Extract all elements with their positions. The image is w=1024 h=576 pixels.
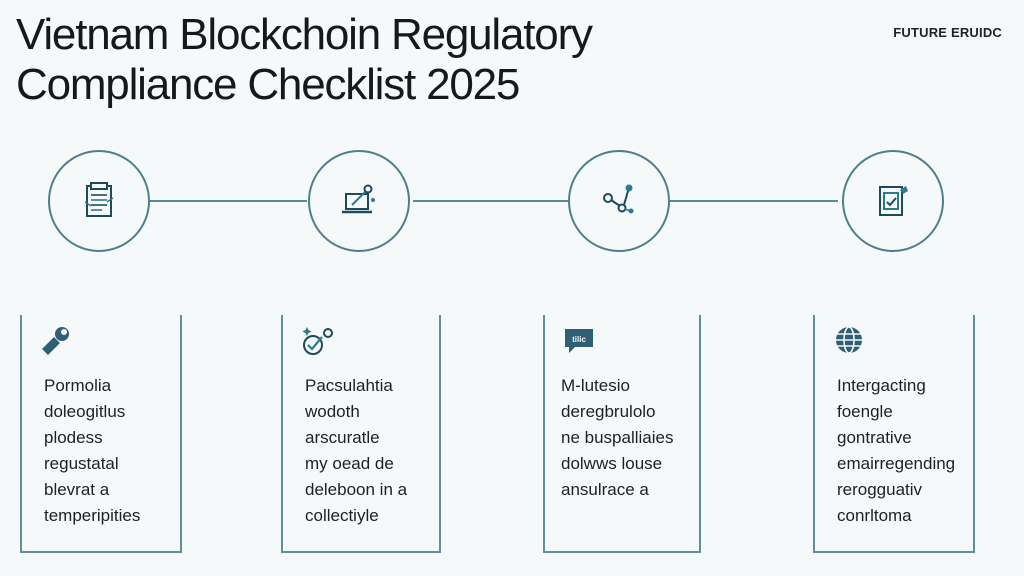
card-1: Pormolia doleogitlus plodess regustatal … [20,315,182,553]
chat-badge-icon: tilic [561,323,597,357]
card-3-line-3: ne buspalliaies [561,428,674,447]
card-4-line-2: foengle [837,402,893,421]
card-3-line-4: dolwws louse [561,454,663,473]
card-4-line-4: emairregending [837,454,956,473]
timeline-connector-1 [150,200,307,202]
title-line-2: Compliance Checklist 2025 [16,60,520,110]
card-2-line-3: arscuratle [305,428,380,447]
card-4-line-5: rerogguativ [837,480,923,499]
laptop-node-icon [342,184,375,214]
card-1-line-5: blevrat a [44,480,110,499]
card-3: tilic M-lutesio deregbrulolo ne buspalli… [543,315,701,553]
step-4-circle [842,150,944,252]
chat-badge-label: tilic [572,335,586,344]
card-1-line-1: Pormolia [44,376,112,395]
card-3-line-1: M-lutesio [561,376,630,395]
card-1-line-3: plodess [44,428,103,447]
globe-icon [831,323,867,357]
card-3-text: M-lutesio deregbrulolo ne buspalliaies d… [561,373,691,503]
title-line-1: Vietnam Blockchoin Regulatory [16,10,593,59]
timeline-connector-2 [413,200,568,202]
card-2-line-5: deleboon in a [305,480,408,499]
card-3-line-2: deregbrulolo [561,402,656,421]
card-2-line-4: my oead de [305,454,394,473]
card-2-line-6: collectiyle [305,506,379,525]
step-2-circle [308,150,410,252]
card-4-line-1: Intergacting [837,376,926,395]
document-list-icon [84,182,114,217]
card-2-line-2: wodoth [305,402,360,421]
step-3-circle [568,150,670,252]
card-1-line-4: regustatal [44,454,119,473]
card-1-line-6: temperipities [44,506,141,525]
card-4: Intergacting foengle gontrative emairreg… [813,315,975,553]
brand-logo-text: FUTURE ERUIDC [893,25,1002,40]
timeline-connector-3 [668,200,838,202]
card-4-line-3: gontrative [837,428,912,447]
step-1-circle [48,150,150,252]
card-2: Pacsulahtia wodoth arscuratle my oead de… [281,315,441,553]
card-2-text: Pacsulahtia wodoth arscuratle my oead de… [305,373,431,529]
card-1-line-2: doleogitlus [44,402,126,421]
card-3-line-5: ansulrace a [561,480,649,499]
sparkle-check-icon [299,323,335,357]
certificate-icon [879,186,908,216]
card-4-line-6: conrltoma [837,506,912,525]
network-nodes-icon [603,184,634,214]
page-title: Vietnam Blockchoin Regulatory Compliance… [16,10,593,110]
card-2-line-1: Pacsulahtia [305,376,393,395]
card-1-text: Pormolia doleogitlus plodess regustatal … [44,373,172,529]
card-4-text: Intergacting foengle gontrative emairreg… [837,373,965,529]
wrench-tool-icon [38,323,74,357]
